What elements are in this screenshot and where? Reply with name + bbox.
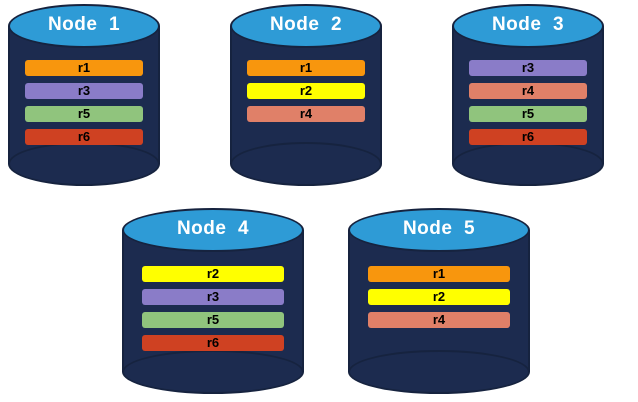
- database-node-2[interactable]: Node 2 r1 r2 r4: [230, 4, 382, 186]
- shard-r2[interactable]: r2: [368, 289, 510, 305]
- cylinder-top-ellipse: [452, 4, 604, 48]
- shard-r3[interactable]: r3: [468, 60, 588, 76]
- database-node-3[interactable]: Node 3 r3 r4 r5 r6: [452, 4, 604, 186]
- node-title: Node 5: [402, 218, 476, 239]
- node-title: Node 1: [47, 14, 121, 35]
- shard-r1[interactable]: r1: [368, 266, 510, 282]
- cylinder-bottom-ellipse: [230, 142, 382, 186]
- cylinder-top-ellipse: [230, 4, 382, 48]
- shard-r4[interactable]: r4: [368, 312, 510, 328]
- shard-list: r1 r3 r5 r6: [8, 60, 160, 145]
- shard-r6[interactable]: r6: [142, 335, 284, 351]
- shard-list: r1 r2 r4: [230, 60, 382, 122]
- shard-list: r2 r3 r5 r6: [122, 266, 304, 351]
- shard-r3[interactable]: r3: [24, 83, 144, 99]
- node-title: Node 3: [491, 14, 565, 35]
- node-title: Node 2: [269, 14, 343, 35]
- cylinder-top-ellipse: [348, 208, 530, 252]
- database-node-4[interactable]: Node 4 r2 r3 r5 r6: [122, 208, 304, 394]
- shard-r1[interactable]: r1: [24, 60, 144, 76]
- database-node-1[interactable]: Node 1 r1 r3 r5 r6: [8, 4, 160, 186]
- shard-r2[interactable]: r2: [246, 83, 366, 99]
- shard-list: r3 r4 r5 r6: [452, 60, 604, 145]
- shard-r6[interactable]: r6: [24, 129, 144, 145]
- shard-r1[interactable]: r1: [246, 60, 366, 76]
- shard-r3[interactable]: r3: [142, 289, 284, 305]
- shard-r4[interactable]: r4: [246, 106, 366, 122]
- cylinder-bottom-ellipse: [348, 350, 530, 394]
- shard-r5[interactable]: r5: [24, 106, 144, 122]
- database-node-5[interactable]: Node 5 r1 r2 r4: [348, 208, 530, 394]
- shard-r2[interactable]: r2: [142, 266, 284, 282]
- shard-r6[interactable]: r6: [468, 129, 588, 145]
- shard-r5[interactable]: r5: [142, 312, 284, 328]
- shard-r4[interactable]: r4: [468, 83, 588, 99]
- shard-list: r1 r2 r4: [348, 266, 530, 328]
- shard-r5[interactable]: r5: [468, 106, 588, 122]
- node-title: Node 4: [176, 218, 250, 239]
- cylinder-top-ellipse: [122, 208, 304, 252]
- cylinder-top-ellipse: [8, 4, 160, 48]
- cylinder-bottom-ellipse: [452, 142, 604, 186]
- cylinder-bottom-ellipse: [8, 142, 160, 186]
- cylinder-bottom-ellipse: [122, 350, 304, 394]
